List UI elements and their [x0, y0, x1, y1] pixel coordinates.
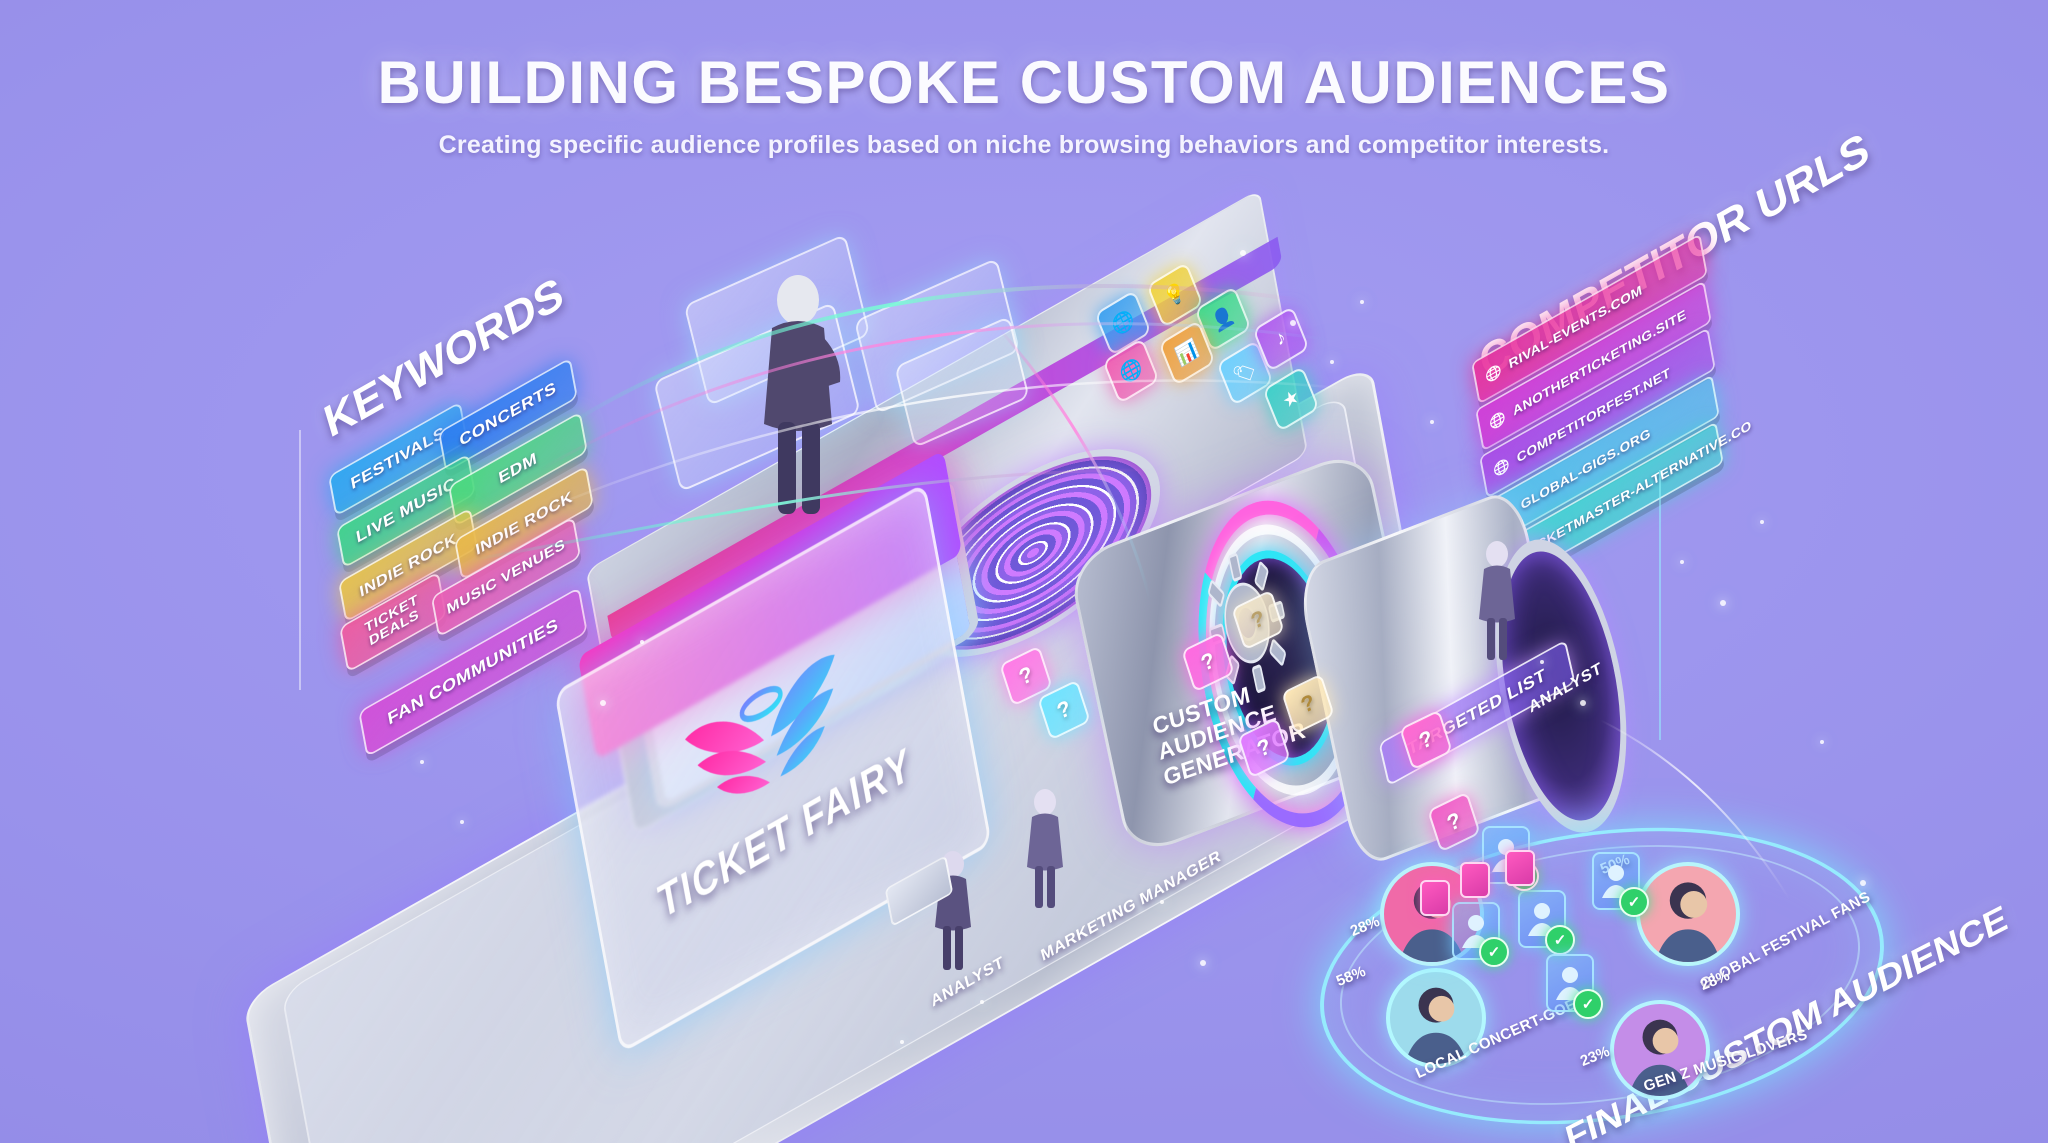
sparkle — [420, 760, 424, 764]
check-icon: ✓ — [1573, 989, 1603, 1019]
check-icon: ✓ — [1479, 937, 1509, 967]
sparkle — [1580, 700, 1586, 706]
sparkle — [460, 820, 464, 824]
page-title: BUILDING BESPOKE CUSTOM AUDIENCES — [377, 49, 1671, 116]
sparkle — [1720, 600, 1726, 606]
marketing-manager-figure — [1027, 789, 1063, 908]
sparkle — [1760, 520, 1764, 524]
header: BUILDING BESPOKE CUSTOM AUDIENCES Creati… — [0, 48, 2048, 160]
sparkle — [1160, 900, 1164, 904]
sparkle — [1200, 960, 1206, 966]
presenter-figure — [764, 275, 841, 514]
sparkle — [1240, 250, 1246, 256]
analyst-figure-right — [1479, 541, 1515, 660]
sparkle — [640, 640, 644, 644]
avatar-silhouette — [1655, 882, 1721, 962]
globe-icon — [1494, 459, 1509, 476]
sparkle — [980, 1000, 984, 1004]
check-icon: ✓ — [1545, 925, 1575, 955]
verified-profile-card: ✓ — [1592, 852, 1649, 917]
check-icon: ✓ — [1619, 887, 1649, 917]
pink-profile-chip — [1505, 850, 1535, 886]
sparkle — [1360, 300, 1364, 304]
avatar-silhouette — [1628, 1019, 1692, 1096]
verified-profile-card: ✓ — [1546, 954, 1603, 1019]
avatar-silhouette — [1404, 987, 1468, 1064]
page-subtitle: Creating specific audience profiles base… — [438, 131, 1610, 159]
sparkle — [1860, 880, 1866, 886]
pink-profile-chip — [1460, 862, 1490, 898]
sparkle — [1290, 320, 1296, 326]
sparkle — [1330, 360, 1334, 364]
fairy-wings-icon — [685, 654, 835, 794]
pink-profile-chip — [1420, 880, 1450, 916]
audience-avatar — [1636, 862, 1740, 966]
sparkle — [900, 1040, 904, 1044]
sparkle — [600, 700, 606, 706]
competitor-url-row[interactable]: RIVAL-EVENTS.COM — [1471, 233, 1708, 405]
sparkle — [1540, 660, 1544, 664]
competitor-url-row[interactable]: COMPETITORFEST.NET — [1479, 327, 1716, 499]
sparkle — [1820, 740, 1824, 744]
verified-profile-card: ✓ — [1518, 890, 1575, 955]
sparkle — [1680, 560, 1684, 564]
verified-profile-card: ✓ — [1452, 902, 1509, 967]
competitor-url-row[interactable]: ANOTHERTICKETING.SITE — [1475, 280, 1712, 452]
ticket-fairy-panel: TICKET FAIRY — [554, 482, 992, 1054]
globe-icon — [1486, 365, 1501, 382]
audience-avatar — [1386, 968, 1486, 1068]
sparkle — [1430, 420, 1434, 424]
audience-avatar — [1610, 1000, 1710, 1100]
globe-icon — [1490, 412, 1505, 429]
